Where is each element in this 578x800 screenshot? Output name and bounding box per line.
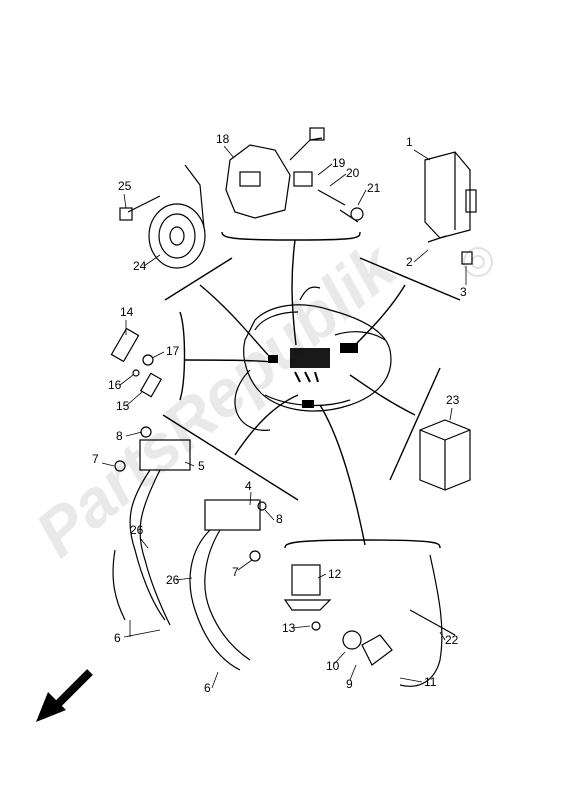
horn-assembly [119, 164, 206, 269]
part-label-22: 22 [445, 633, 459, 647]
part-label-26a: 26 [130, 523, 144, 537]
part-label-21: 21 [367, 181, 381, 195]
label-ticks [101, 145, 467, 689]
sensor-group-bottom-right [283, 554, 456, 687]
leader-lines [184, 239, 416, 546]
part-labels: 1 2 3 4 5 6 6 7 7 8 8 9 10 11 12 13 14 1… [92, 132, 467, 695]
part-label-7a: 7 [92, 452, 99, 466]
part-label-2: 2 [406, 255, 413, 269]
part-label-5: 5 [198, 459, 205, 473]
part-label-7b: 7 [232, 565, 239, 579]
part-label-20: 20 [346, 166, 360, 180]
part-label-13: 13 [282, 621, 296, 635]
part-label-9: 9 [346, 677, 353, 691]
part-label-12: 12 [328, 567, 342, 581]
sensor-group-left [110, 327, 163, 398]
part-label-25: 25 [118, 179, 132, 193]
part-label-16: 16 [108, 378, 122, 392]
relay-bracket-assembly [225, 127, 364, 223]
part-label-26b: 26 [166, 573, 180, 587]
part-label-15: 15 [116, 399, 130, 413]
ecu-unit [424, 151, 477, 265]
part-label-14: 14 [120, 305, 134, 319]
relay-box [419, 419, 471, 491]
part-label-19: 19 [332, 156, 346, 170]
part-label-8b: 8 [276, 512, 283, 526]
part-label-18: 18 [216, 132, 230, 146]
part-label-24: 24 [133, 259, 147, 273]
part-label-6b: 6 [204, 681, 211, 695]
motorcycle-frame [234, 286, 392, 431]
watermark-logo: PartsRepublik [21, 227, 411, 571]
part-label-8a: 8 [116, 429, 123, 443]
part-label-17: 17 [166, 344, 180, 358]
group-brackets [162, 231, 461, 549]
part-label-4: 4 [245, 479, 252, 493]
part-label-1: 1 [406, 135, 413, 149]
part-label-23: 23 [446, 393, 460, 407]
part-label-10: 10 [326, 659, 340, 673]
part-label-3: 3 [460, 285, 467, 299]
part-label-11: 11 [424, 675, 437, 689]
arrow-down-left-icon [36, 669, 93, 722]
part-label-6a: 6 [114, 631, 121, 645]
watermark-text: PartsRepublik [21, 227, 411, 571]
